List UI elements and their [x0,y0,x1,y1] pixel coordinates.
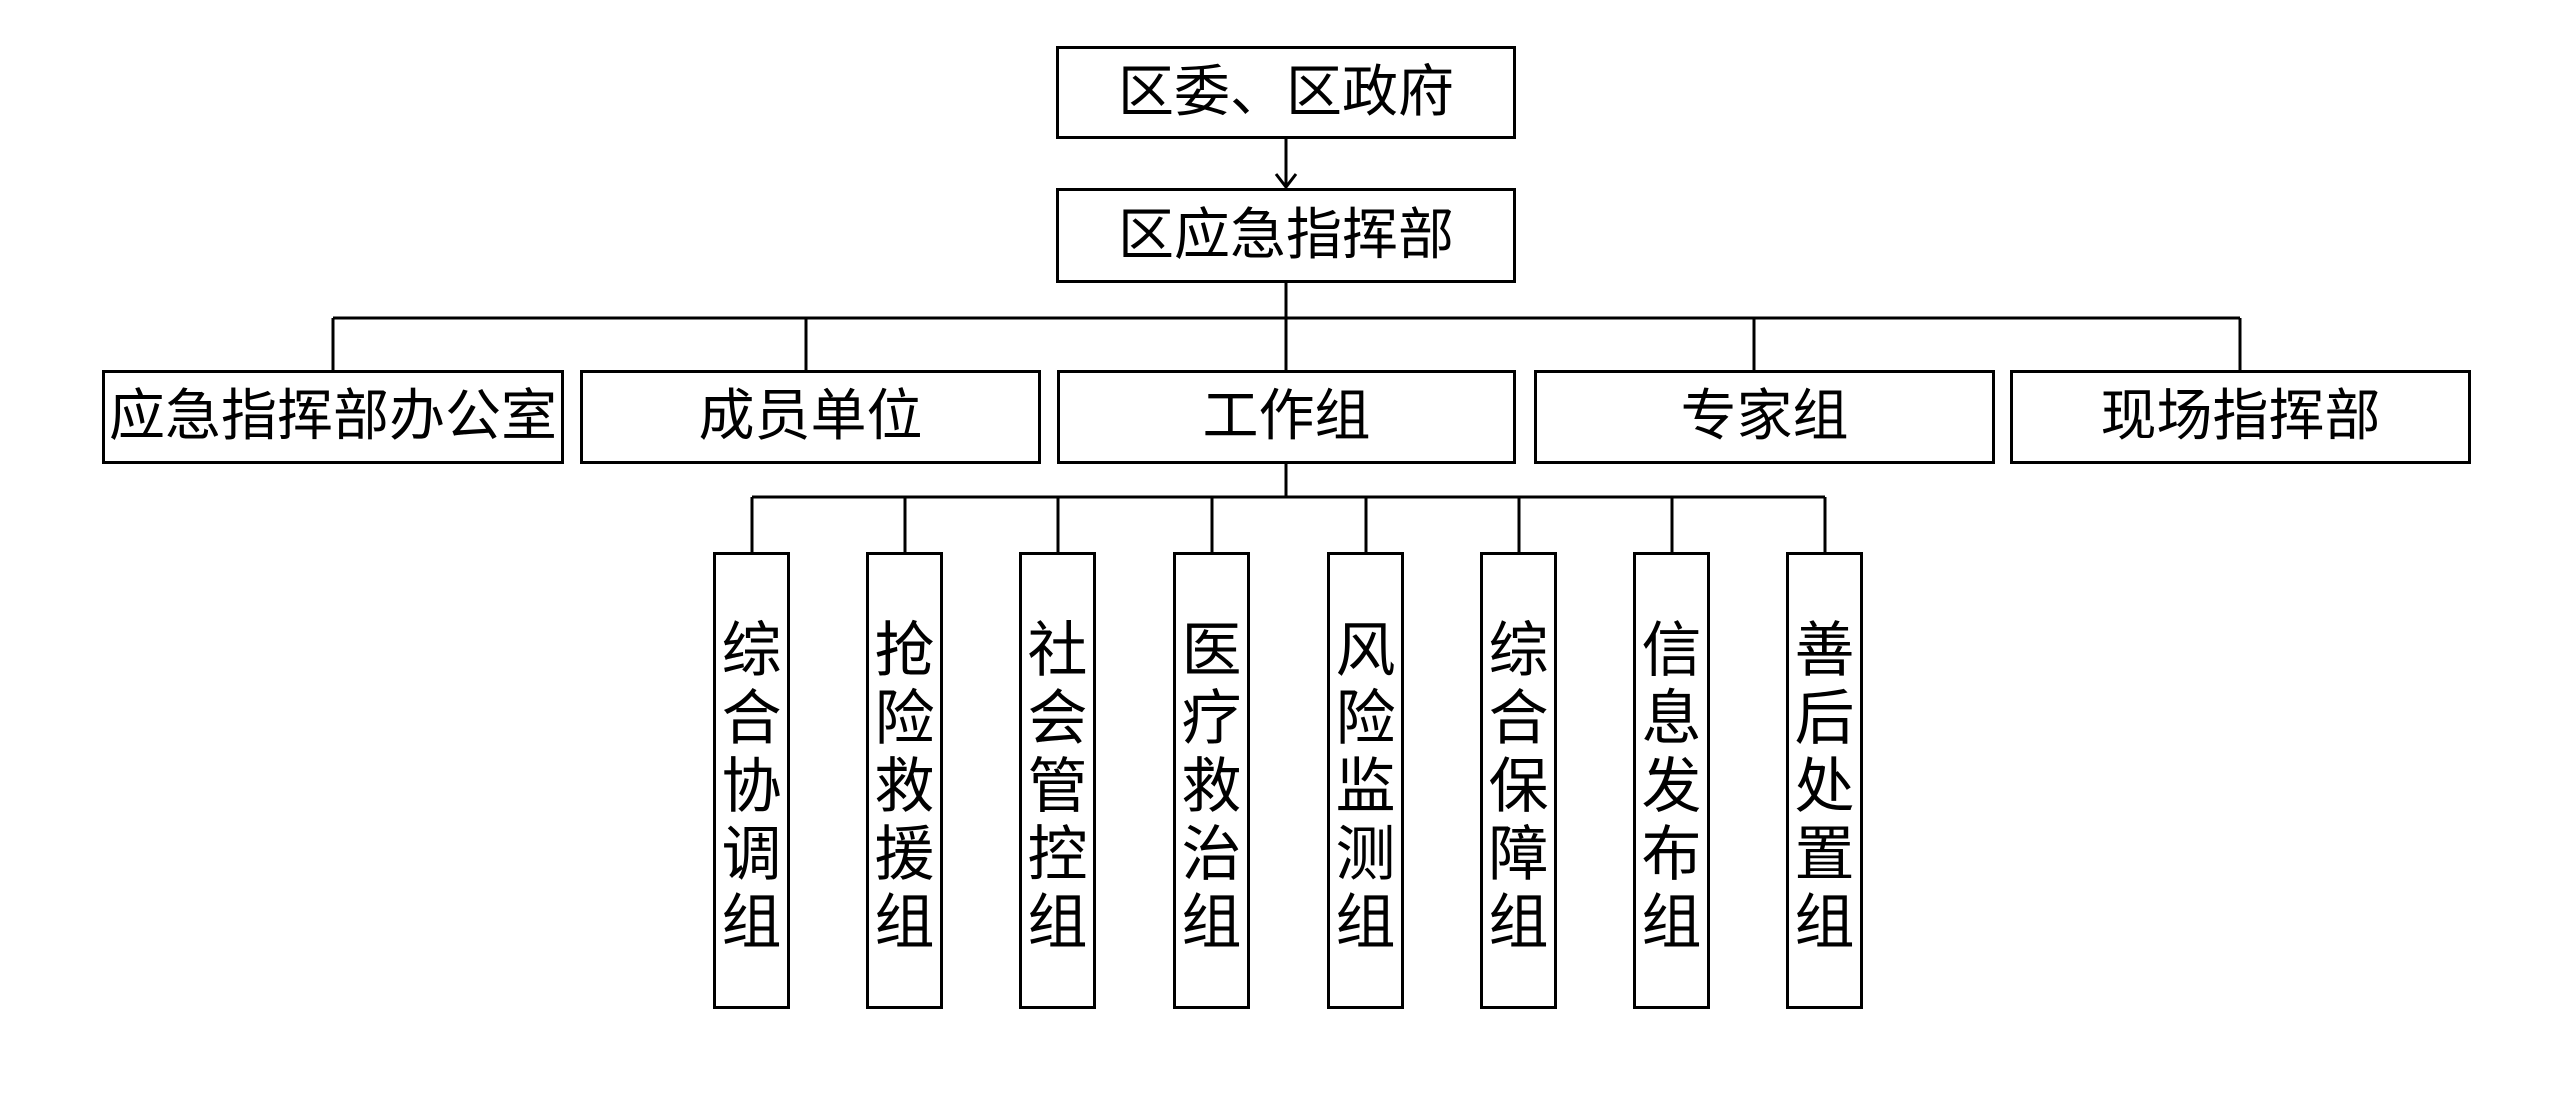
node-expert-group: 专家组 [1534,370,1995,464]
node-label: 专家组 [1680,384,1849,449]
node-command-office: 应急指挥部办公室 [102,370,564,464]
node-working-groups: 工作组 [1057,370,1516,464]
group-label: 风险监测组 [1335,616,1396,958]
group-information: 信息发布组 [1633,552,1710,1009]
group-label: 医疗救治组 [1181,616,1242,958]
group-medical: 医疗救治组 [1173,552,1250,1009]
node-field-command: 现场指挥部 [2010,370,2471,464]
group-label: 综合保障组 [1488,616,1549,958]
group-risk-monitoring: 风险监测组 [1327,552,1404,1009]
group-label: 抢险救援组 [874,616,935,958]
group-label: 善后处置组 [1794,616,1855,958]
group-label: 社会管控组 [1027,616,1088,958]
group-aftermath: 善后处置组 [1786,552,1863,1009]
node-label: 应急指挥部办公室 [109,384,557,449]
group-support: 综合保障组 [1480,552,1557,1009]
node-label: 现场指挥部 [2100,384,2381,449]
group-label: 信息发布组 [1641,616,1702,958]
node-label: 区委、区政府 [1118,59,1454,125]
node-emergency-command: 区应急指挥部 [1056,188,1516,283]
node-label: 工作组 [1202,384,1371,449]
node-label: 成员单位 [698,384,923,449]
group-coordination: 综合协调组 [713,552,790,1009]
node-label: 区应急指挥部 [1118,202,1454,268]
group-label: 综合协调组 [721,616,782,958]
group-social-control: 社会管控组 [1019,552,1096,1009]
group-rescue: 抢险救援组 [866,552,943,1009]
node-district-government: 区委、区政府 [1056,46,1516,139]
node-member-units: 成员单位 [580,370,1041,464]
